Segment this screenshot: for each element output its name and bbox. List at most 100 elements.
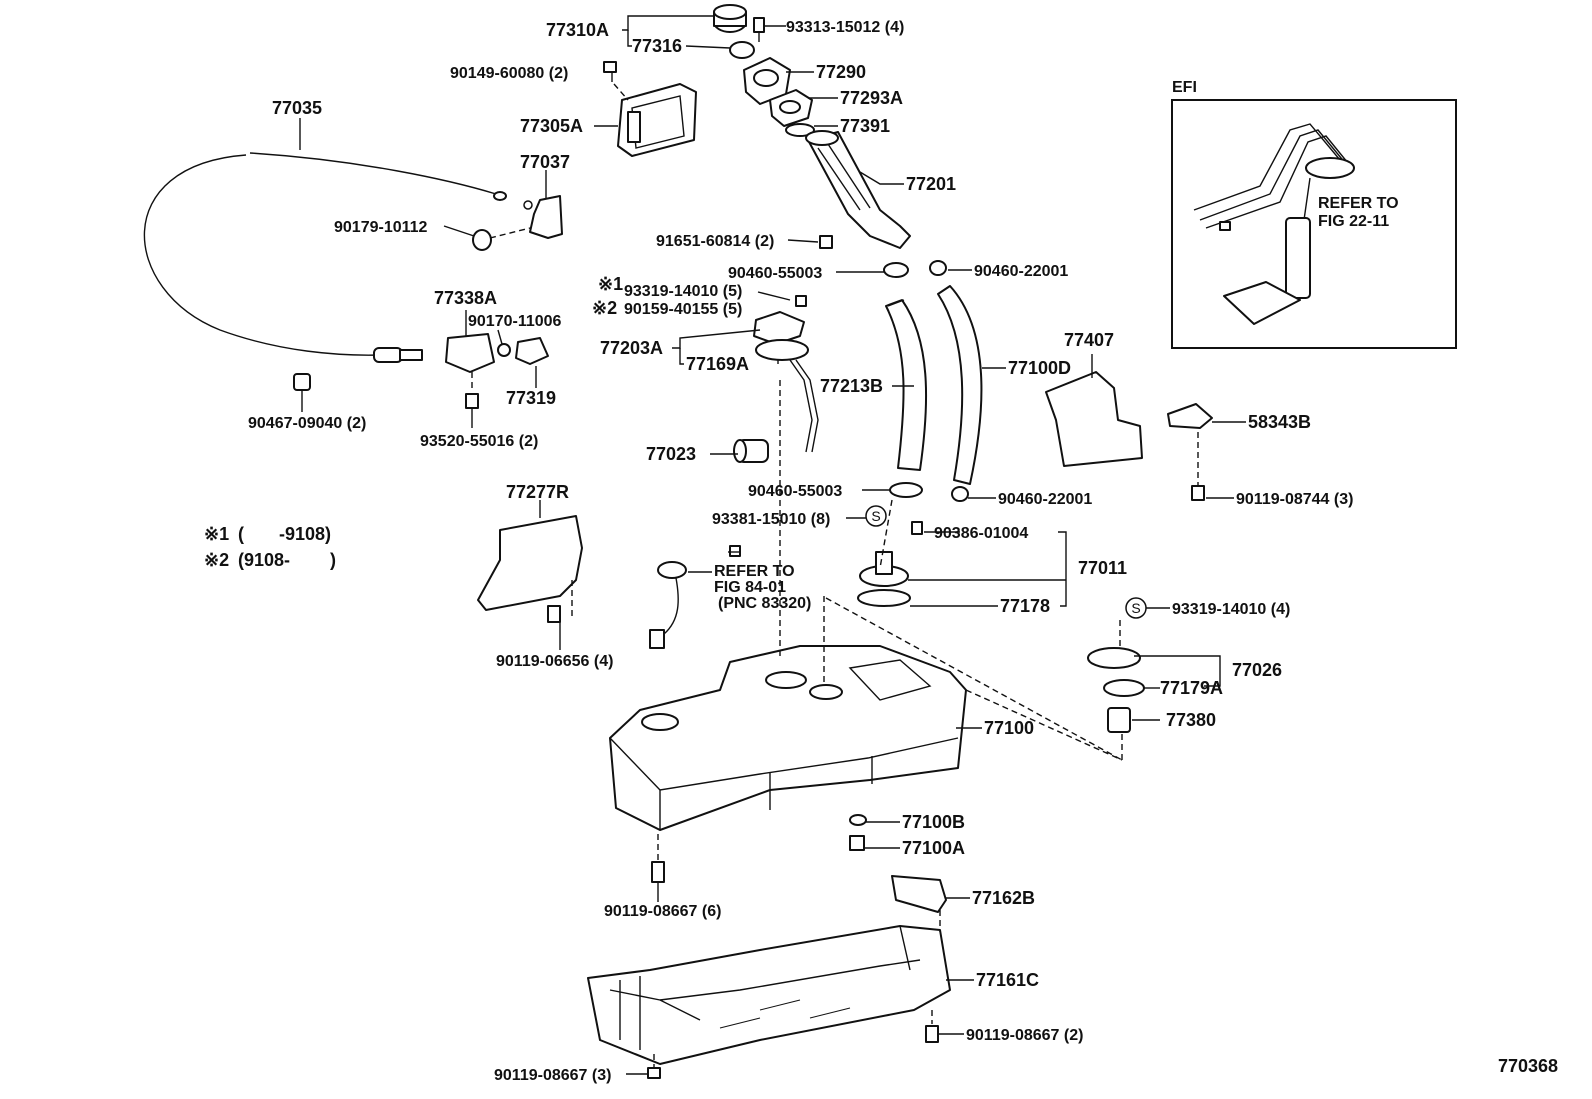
fuel-tank-icon — [609, 645, 967, 831]
mark-2-label: ※2 — [592, 298, 617, 318]
screw-93313-icon — [753, 17, 765, 42]
label-77100b: 77100B — [902, 812, 965, 832]
label-90460-55003-upper: 90460-55003 — [728, 265, 822, 282]
skid-plate-icon — [587, 925, 951, 1065]
label-77201: 77201 — [906, 174, 956, 194]
label-77338a: 77338A — [434, 288, 497, 308]
label-90149: 90149-60080 (2) — [450, 65, 568, 82]
note-1-text: ( -9108) — [238, 524, 331, 544]
clip-90467-icon — [293, 373, 311, 391]
screw-90119b-icon — [547, 580, 573, 623]
protector-77407-icon — [1045, 371, 1143, 467]
label-90460-55003-lower: 90460-55003 — [748, 483, 842, 500]
svg-text:S: S — [871, 508, 880, 524]
efi-fuel-pump-icon — [1193, 123, 1355, 325]
tube-77023-icon — [733, 439, 769, 463]
note-2-text: (9108- ) — [238, 550, 336, 570]
bolt-90119e-icon — [647, 1054, 661, 1079]
label-90179: 90179-10112 — [334, 219, 428, 236]
leader-lines — [299, 15, 1246, 1075]
label-93381: 93381-15010 (8) — [712, 511, 830, 528]
hose-77100d-icon — [937, 285, 983, 485]
efi-refer-line2: FIG 22-11 — [1318, 213, 1389, 230]
label-77035: 77035 — [272, 98, 322, 118]
inlet-gasket-icon — [769, 89, 813, 127]
label-93319-14010-5: 93319-14010 (5) — [624, 283, 742, 300]
label-77407: 77407 — [1064, 330, 1114, 350]
bracket-58343b-icon — [1167, 403, 1213, 429]
hose-77213b-icon — [885, 299, 928, 471]
label-77011: 77011 — [1078, 558, 1127, 578]
label-77037: 77037 — [520, 152, 570, 172]
label-77100d: 77100D — [1008, 358, 1071, 378]
label-90467: 90467-09040 (2) — [248, 415, 366, 432]
label-77305a: 77305A — [520, 116, 583, 136]
label-77100: 77100 — [984, 718, 1034, 738]
hose-clamp-icon — [883, 260, 969, 502]
label-90460-22001-lower: 90460-22001 — [998, 491, 1092, 508]
bolt-90119c-icon — [651, 834, 665, 883]
note-2-mark: ※2 — [204, 550, 229, 570]
label-93319-14010-4: 93319-14010 (4) — [1172, 601, 1290, 618]
screw-91651-icon — [819, 235, 833, 249]
nut-90170-icon — [497, 343, 511, 357]
label-77026: 77026 — [1232, 660, 1282, 680]
label-90119-08667-2: 90119-08667 (2) — [966, 1027, 1083, 1044]
label-77290: 77290 — [816, 62, 866, 82]
label-77319: 77319 — [506, 388, 556, 408]
fuel-cap-icon — [713, 4, 747, 33]
label-90460-22001-upper: 90460-22001 — [974, 263, 1068, 280]
mark-1-label: ※1 — [598, 274, 623, 294]
label-90386: 90386-01004 — [934, 525, 1028, 542]
label-77293a: 77293A — [840, 88, 903, 108]
label-90119-08667-3: 90119-08667 (3) — [494, 1067, 611, 1084]
label-93520: 93520-55016 (2) — [420, 433, 538, 450]
svg-text:S: S — [1131, 600, 1140, 616]
refer-fig84-line3: (PNC 83320) — [718, 595, 811, 612]
label-77178: 77178 — [1000, 596, 1050, 616]
label-93313: 93313-15012 (4) — [786, 19, 904, 36]
label-77316: 77316 — [632, 36, 682, 56]
lock-bracket-icon — [445, 333, 495, 373]
screw-90119a-icon — [1191, 432, 1205, 501]
bolt-90119d-icon — [925, 1010, 939, 1043]
protector-77277r-icon — [477, 515, 583, 611]
label-77391: 77391 — [840, 116, 890, 136]
fuel-pump-assy-icon — [857, 521, 923, 607]
efi-inset: EFI REFER TO FIG 22-11 — [1171, 79, 1457, 349]
filler-pipe-icon — [805, 130, 911, 249]
fuel-lid-icon — [617, 83, 697, 157]
gauge-ring-77026-icon — [1087, 647, 1145, 733]
label-90119-06656: 90119-06656 (4) — [496, 653, 613, 670]
label-77277r: 77277R — [506, 482, 569, 502]
label-77179a: 77179A — [1160, 678, 1223, 698]
label-91651: 91651-60814 (2) — [656, 233, 774, 250]
efi-refer-line1: REFER TO — [1318, 195, 1399, 212]
label-77169a: 77169A — [686, 354, 749, 374]
refer-fig84-line2: FIG 84-01 — [714, 579, 786, 596]
label-90159: 90159-40155 (5) — [624, 301, 742, 318]
label-77203a: 77203A — [600, 338, 663, 358]
label-77310a: 77310A — [546, 20, 609, 40]
cable-bracket-icon — [529, 195, 563, 239]
refer-fig84-line1: REFER TO — [714, 563, 795, 580]
label-90119-08744: 90119-08744 (3) — [1236, 491, 1353, 508]
note-1-mark: ※1 — [204, 524, 229, 544]
latch-icon — [515, 337, 549, 365]
label-77213b: 77213B — [820, 376, 883, 396]
sender-gauge-icon — [753, 295, 819, 453]
inlet-protector-icon — [743, 57, 791, 105]
o-ring-icon — [785, 123, 815, 137]
part-labels: 77310A 77316 93313-15012 (4) 90149-60080… — [204, 19, 1558, 1084]
label-77380: 77380 — [1166, 710, 1216, 730]
label-77100a: 77100A — [902, 838, 965, 858]
drain-plug-icon — [849, 814, 867, 851]
label-77161c: 77161C — [976, 970, 1039, 990]
release-cable-icon — [143, 152, 533, 363]
label-58343b: 58343B — [1248, 412, 1311, 432]
figure-id: 770368 — [1498, 1056, 1558, 1076]
clip-90179-icon — [472, 227, 531, 251]
assembly-guide-lines — [779, 380, 1123, 932]
label-90119-08667-6: 90119-08667 (6) — [604, 903, 721, 920]
label-90170: 90170-11006 — [468, 313, 562, 330]
